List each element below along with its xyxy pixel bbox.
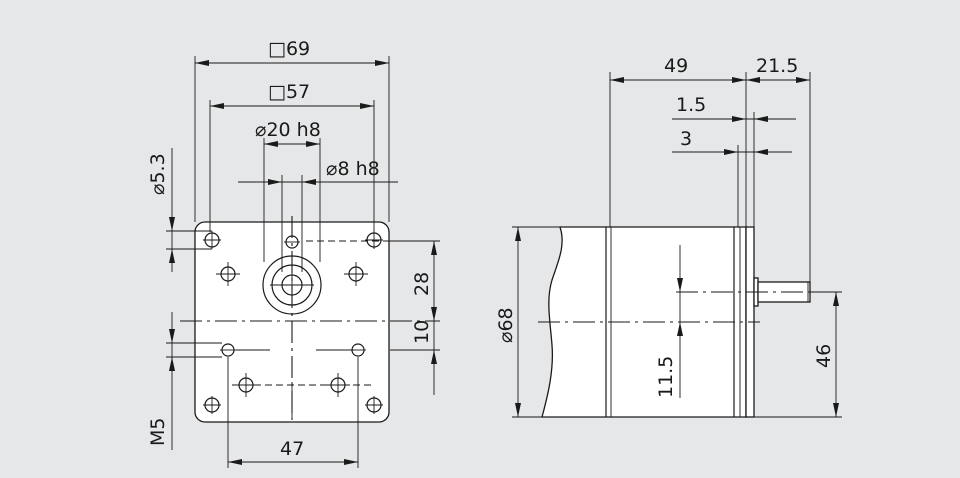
dim-text-body-dia-68: ⌀68: [495, 307, 517, 343]
dim-text-flange-1-5: 1.5: [676, 94, 706, 116]
dim-text-shaft-8: ⌀8 h8: [326, 158, 380, 180]
front-extension-lines: [166, 56, 440, 468]
dim-text-shaft-21-5: 21.5: [756, 55, 798, 77]
threaded-hole-upper-right: [344, 262, 368, 286]
dim-text-height-46: 46: [813, 344, 835, 368]
dim-text-spacing-47: 47: [280, 438, 304, 460]
dim-text-thread-m5: M5: [147, 418, 169, 446]
dim-text-lower-10: 10: [411, 320, 433, 344]
threaded-hole-mid-right: [350, 343, 366, 357]
threaded-hole-mid-left: [220, 343, 236, 357]
threaded-holes: [216, 235, 368, 397]
corner-hole-bottom-left: [203, 396, 221, 414]
corner-hole-top-right: [365, 231, 383, 249]
side-view: 49 21.5 1.5 3 ⌀68 11.5 46: [495, 55, 842, 418]
threaded-hole-lower-right: [326, 373, 350, 397]
dim-text-pilot-3: 3: [680, 128, 692, 150]
side-dimension-lines: [515, 77, 839, 417]
threaded-hole-top-center: [284, 235, 300, 249]
threaded-hole-lower-left: [234, 373, 258, 397]
front-dimension-lines: [169, 60, 440, 465]
dim-text-offset-11-5: 11.5: [655, 356, 677, 398]
dim-text-upper-28: 28: [411, 272, 433, 296]
dim-text-hole-5-3: ⌀5.3: [147, 153, 169, 195]
dim-text-pilot-20: ⌀20 h8: [255, 119, 321, 141]
dim-text-square-69: □69: [268, 38, 310, 60]
dim-text-length-49: 49: [664, 55, 688, 77]
corner-hole-bottom-right: [365, 396, 383, 414]
dim-text-square-57: □57: [268, 81, 310, 103]
front-view: □69 □57 ⌀20 h8 ⌀8 h8 ⌀5.3 M5 28 10 47: [147, 38, 440, 468]
pilot-and-shaft: [262, 255, 322, 315]
side-extension-lines: [512, 72, 842, 418]
corner-holes: [203, 231, 383, 414]
threaded-hole-upper-left: [216, 262, 240, 286]
pilot-outer-circle: [262, 255, 322, 315]
corner-hole-top-left: [203, 231, 221, 249]
